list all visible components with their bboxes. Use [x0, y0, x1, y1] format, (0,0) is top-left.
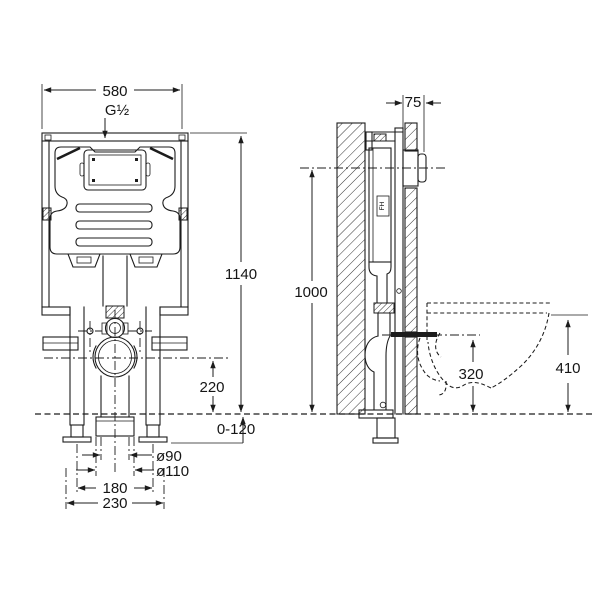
dim-width: 580: [102, 83, 127, 100]
frame-unit-mark: FH: [379, 201, 386, 210]
corner-brace-left: [56, 146, 81, 161]
structural-wall-section: [336, 122, 366, 415]
toilet-bowl-outline: [417, 302, 550, 396]
dim-outlet-axis: 220: [199, 379, 224, 396]
dim-pipe-diameter: ø90: [156, 448, 182, 465]
slot-3: [75, 237, 153, 247]
slot-1: [75, 203, 153, 213]
support-frame-front: [41, 132, 189, 443]
dim-frame-depth: 75: [405, 94, 422, 111]
fixing-rod: [391, 332, 437, 337]
dim-frame-height: 1140: [225, 266, 257, 283]
dim-fixing-outer: 230: [102, 495, 127, 512]
dim-foot-adjust: 0-120: [217, 421, 255, 438]
finish-wall-section: [404, 122, 418, 415]
dim-water-inlet: G½: [105, 102, 130, 119]
front-dimensions: 580 G½ 1140 220 0-120 ø90 ø110 180 230: [41, 83, 257, 512]
dim-panel-axis: 1000: [294, 284, 327, 301]
side-view: FH: [300, 122, 550, 444]
cistern-front: [49, 146, 181, 268]
dim-outlet-height: 320: [458, 366, 483, 383]
frame-foot-side: [358, 401, 399, 444]
side-dimensions: 75 1000 320 410: [294, 93, 588, 413]
drain-socket: [94, 336, 136, 378]
corner-brace-right: [149, 146, 174, 161]
front-view: [41, 132, 230, 509]
dim-fixing-inner: 180: [102, 480, 127, 497]
access-panel: [79, 149, 151, 191]
cistern-side: FH: [364, 147, 395, 411]
dim-bowl-height: 410: [555, 360, 580, 377]
drain-assembly-front: [44, 255, 230, 509]
dim-sleeve-diameter: ø110: [156, 463, 189, 480]
slot-2: [75, 220, 153, 230]
